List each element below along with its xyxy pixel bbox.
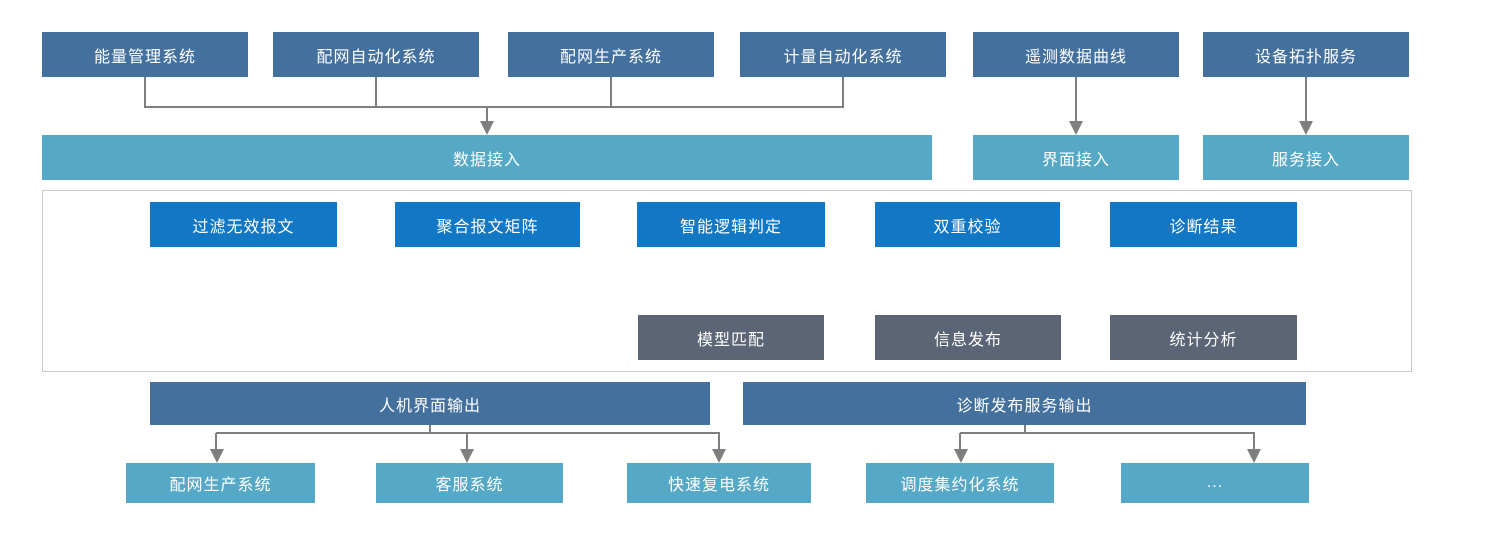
step-intelligent-logic-judgment: 智能逻辑判定 [637,202,825,247]
node-model-matching: 模型匹配 [638,315,824,360]
arrow-down-icon [1247,449,1261,463]
connector-publish-distribution [954,425,1261,463]
arrow-down-icon [1069,121,1083,135]
node-info-publishing: 信息发布 [875,315,1061,360]
node-distribution-automation-system: 配网自动化系统 [273,32,479,77]
step-aggregate-message-matrix: 聚合报文矩阵 [395,202,580,247]
arrow-down-icon [712,449,726,463]
connector-telemetry-to-ui [1069,77,1083,135]
arrow-down-icon [460,449,474,463]
node-device-topology-service: 设备拓扑服务 [1203,32,1409,77]
node-consumer-dispatch-centralization: 调度集约化系统 [866,463,1054,503]
connector-topology-to-service [1299,77,1313,135]
node-metering-automation-system: 计量自动化系统 [740,32,946,77]
step-diagnosis-result: 诊断结果 [1110,202,1297,247]
node-consumer-more: ... [1121,463,1309,503]
arrow-down-icon [480,121,494,135]
arrow-down-icon [954,449,968,463]
step-double-verification: 双重校验 [875,202,1060,247]
arrow-down-icon [1299,121,1313,135]
arrow-down-icon [210,449,224,463]
bar-hmi-output: 人机界面输出 [150,382,710,425]
connector-hmi-distribution [210,425,726,463]
connector-top-collector [144,77,844,135]
step-filter-invalid-messages: 过滤无效报文 [150,202,337,247]
node-consumer-customer-service: 客服系统 [376,463,563,503]
node-energy-management-system: 能量管理系统 [42,32,248,77]
node-consumer-rapid-power-restoration: 快速复电系统 [627,463,811,503]
bar-data-access: 数据接入 [42,135,932,180]
bar-service-access: 服务接入 [1203,135,1409,180]
bar-diagnosis-publish-output: 诊断发布服务输出 [743,382,1306,425]
node-consumer-distribution-production: 配网生产系统 [126,463,315,503]
node-distribution-production-system: 配网生产系统 [508,32,714,77]
node-statistical-analysis: 统计分析 [1110,315,1297,360]
bar-ui-access: 界面接入 [973,135,1179,180]
node-telemetry-data-curve: 遥测数据曲线 [973,32,1179,77]
